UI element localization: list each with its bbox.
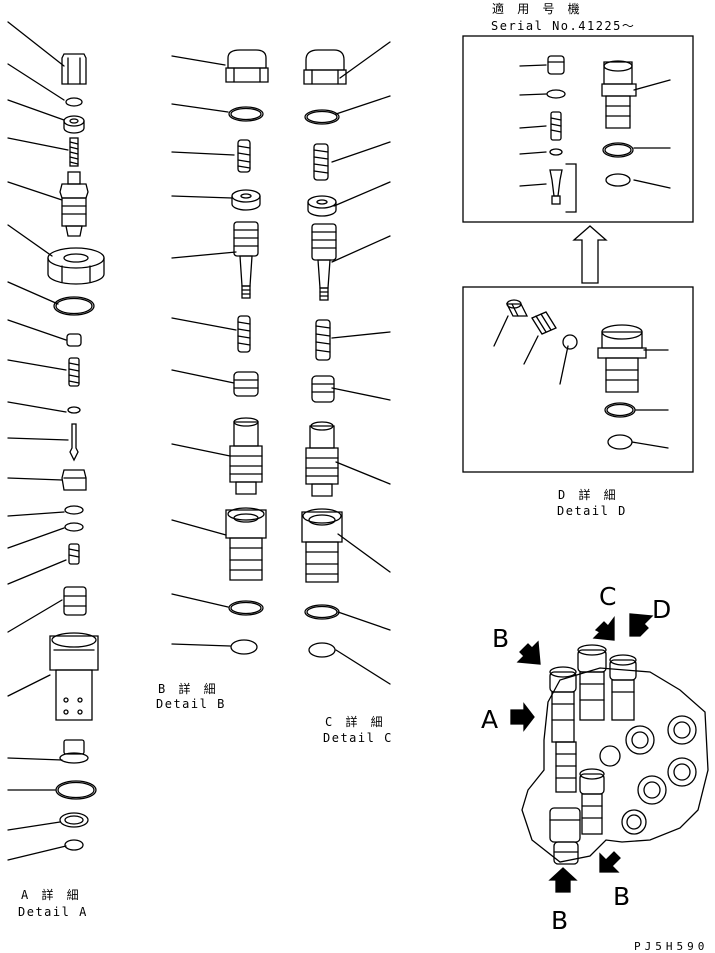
view-arrow-b-bottom-icon xyxy=(548,867,578,893)
view-arrow-a-icon xyxy=(510,702,535,732)
valve-assembly xyxy=(521,644,709,865)
detail-b-parts xyxy=(225,49,269,655)
serial-title-jp: 適 用 号 機 xyxy=(492,2,583,16)
view-arrow-b-top-icon xyxy=(516,640,541,665)
view-arrow-c-icon xyxy=(592,616,615,641)
detail-c-title-en: Detail C xyxy=(323,731,393,745)
serial-box xyxy=(462,35,694,223)
detail-d-title-en: Detail D xyxy=(557,504,627,518)
drawing-code: PJ5H590 xyxy=(634,940,709,953)
detail-c-title-jp: C 詳 細 xyxy=(325,715,386,729)
view-letter-c: C xyxy=(599,582,617,611)
detail-a-title-en: Detail A xyxy=(18,905,88,919)
view-letter-a: A xyxy=(481,705,499,734)
detail-b-title-en: Detail B xyxy=(156,697,226,711)
detail-b-leaders xyxy=(171,55,237,647)
detail-a-title-jp: A 詳 細 xyxy=(21,888,82,902)
view-letter-b-bottom-right: B xyxy=(613,882,631,911)
view-arrow-b-right-icon xyxy=(599,851,621,873)
view-arrow-d-icon xyxy=(629,613,654,637)
detail-d-title-jp: D 詳 細 xyxy=(558,488,619,502)
detail-a-leaders xyxy=(7,21,69,861)
detail-c-parts xyxy=(301,49,347,658)
detail-d-box xyxy=(462,286,694,473)
detail-d-parts xyxy=(493,299,669,450)
serial-number: Serial No.41225～ xyxy=(491,19,636,33)
up-arrow-icon xyxy=(572,225,608,284)
serial-box-parts xyxy=(519,55,671,213)
detail-c-leaders xyxy=(331,41,391,685)
view-letter-b-bottom-left: B xyxy=(551,906,569,935)
view-letter-b-top: B xyxy=(492,624,510,653)
view-letter-d: D xyxy=(652,595,672,624)
detail-b-title-jp: B 詳 細 xyxy=(158,682,219,696)
detail-a-parts xyxy=(47,53,105,851)
